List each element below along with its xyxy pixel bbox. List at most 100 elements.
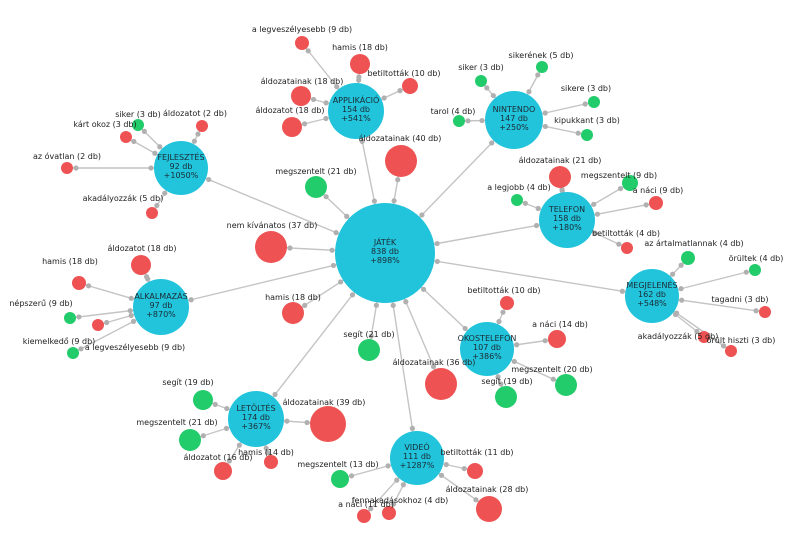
connector-dot xyxy=(391,198,397,204)
hub-node-nintendo[interactable] xyxy=(485,91,543,149)
term-label: az ártalmatlannak (4 db) xyxy=(644,239,743,248)
term-node-negative[interactable] xyxy=(649,196,663,210)
term-node-negative[interactable] xyxy=(385,145,417,177)
term-node-negative[interactable] xyxy=(61,162,73,174)
term-node-negative[interactable] xyxy=(131,255,151,275)
term-label: az óvatlan (2 db) xyxy=(33,151,101,161)
term-label: a náci (14 db) xyxy=(532,320,588,329)
term-node-negative[interactable] xyxy=(146,207,158,219)
term-node-negative[interactable] xyxy=(295,36,309,50)
term-node-positive[interactable] xyxy=(305,176,327,198)
connector-dot xyxy=(73,165,79,171)
term-node-negative[interactable] xyxy=(120,131,132,143)
hub-node-okostelefon[interactable] xyxy=(460,322,514,376)
term-node-negative[interactable] xyxy=(357,509,371,523)
connector-dot xyxy=(473,497,479,503)
term-node-negative[interactable] xyxy=(72,276,86,290)
connector-dot xyxy=(76,314,82,320)
term-label: segít (19 db) xyxy=(481,377,532,386)
term-node-negative[interactable] xyxy=(698,331,710,343)
hub-name: MEGJELENÉS xyxy=(626,279,677,290)
term-node-positive[interactable] xyxy=(132,119,144,131)
hub-change: +870% xyxy=(146,310,176,319)
term-node-negative[interactable] xyxy=(350,54,370,74)
term-label: siker (3 db) xyxy=(115,110,161,119)
connector-dot xyxy=(348,473,355,479)
term-node-positive[interactable] xyxy=(588,96,600,108)
connector-dot xyxy=(373,302,379,308)
hub-node-megjelenes[interactable] xyxy=(625,269,679,323)
connector-dot xyxy=(535,72,541,78)
hub-node-applikacio[interactable] xyxy=(328,83,384,139)
hub-node-jatek[interactable] xyxy=(335,203,435,303)
term-node-negative[interactable] xyxy=(291,86,311,106)
term-label: áldozatainak (39 db) xyxy=(283,398,366,407)
connector-dot xyxy=(434,240,440,247)
connector-dot xyxy=(400,482,406,488)
term-node-positive[interactable] xyxy=(179,429,201,451)
term-node-negative[interactable] xyxy=(759,306,771,318)
term-node-positive[interactable] xyxy=(358,339,380,361)
term-node-negative[interactable] xyxy=(621,242,633,254)
term-node-negative[interactable] xyxy=(214,462,232,480)
connector-dot xyxy=(224,405,230,412)
term-node-positive[interactable] xyxy=(193,390,213,410)
hub-count: 107 db xyxy=(473,343,501,352)
term-node-negative[interactable] xyxy=(310,406,346,442)
term-node-positive[interactable] xyxy=(453,115,465,127)
hub-node-video[interactable] xyxy=(390,431,444,485)
term-node-negative[interactable] xyxy=(402,78,418,94)
term-label: a legjobb (4 db) xyxy=(487,183,551,192)
term-node-positive[interactable] xyxy=(622,175,638,191)
term-label: siker (3 db) xyxy=(458,63,504,72)
term-label: örült hiszti (3 db) xyxy=(707,336,776,345)
term-label: a legveszélyesebb (9 db) xyxy=(85,342,185,352)
term-label: megszentelt (9 db) xyxy=(581,171,657,180)
term-node-positive[interactable] xyxy=(67,347,79,359)
term-node-positive[interactable] xyxy=(581,129,593,141)
term-node-positive[interactable] xyxy=(681,251,695,265)
term-node-negative[interactable] xyxy=(382,506,396,520)
term-node-negative[interactable] xyxy=(425,368,457,400)
term-node-positive[interactable] xyxy=(536,61,548,73)
term-node-positive[interactable] xyxy=(749,264,761,276)
connector-dot xyxy=(338,279,344,285)
hub-node-fejlesztes[interactable] xyxy=(154,141,208,195)
term-node-negative[interactable] xyxy=(282,302,304,324)
term-node-positive[interactable] xyxy=(331,470,349,488)
term-label: betiltották (10 db) xyxy=(367,69,440,78)
term-node-positive[interactable] xyxy=(555,374,577,396)
term-node-negative[interactable] xyxy=(467,463,483,479)
term-node-negative[interactable] xyxy=(264,455,278,469)
connector-dot xyxy=(430,363,437,370)
hub-node-telefon[interactable] xyxy=(539,192,595,248)
connector-dot xyxy=(323,194,329,200)
term-node-negative[interactable] xyxy=(500,296,514,310)
term-label: a náci (9 db) xyxy=(633,186,684,195)
connector-dot xyxy=(302,121,308,127)
connector-dot xyxy=(157,144,163,150)
term-node-positive[interactable] xyxy=(475,75,487,87)
connector-dot xyxy=(592,230,598,236)
hub-node-alkalmazas[interactable] xyxy=(133,279,189,335)
term-node-negative[interactable] xyxy=(476,496,502,522)
term-node-positive[interactable] xyxy=(511,194,523,206)
term-node-negative[interactable] xyxy=(725,345,737,357)
term-node-negative[interactable] xyxy=(196,120,208,132)
connector-dot xyxy=(409,425,415,431)
term-node-positive[interactable] xyxy=(495,386,517,408)
term-label: hamis (14 db) xyxy=(238,448,294,457)
connector-dot xyxy=(550,376,556,382)
connector-dot xyxy=(489,140,495,146)
connector-dot xyxy=(678,286,684,292)
term-node-positive[interactable] xyxy=(64,312,76,324)
hub-node-letoltes[interactable] xyxy=(228,391,284,447)
term-node-negative[interactable] xyxy=(282,117,302,137)
hub-count: 158 db xyxy=(553,214,581,223)
connector-dot xyxy=(542,338,548,344)
term-node-negative[interactable] xyxy=(549,166,571,188)
term-node-negative[interactable] xyxy=(92,319,104,331)
term-node-negative[interactable] xyxy=(548,330,566,348)
term-label: a legveszélyesebb (9 db) xyxy=(252,24,352,34)
term-node-negative[interactable] xyxy=(255,231,287,263)
